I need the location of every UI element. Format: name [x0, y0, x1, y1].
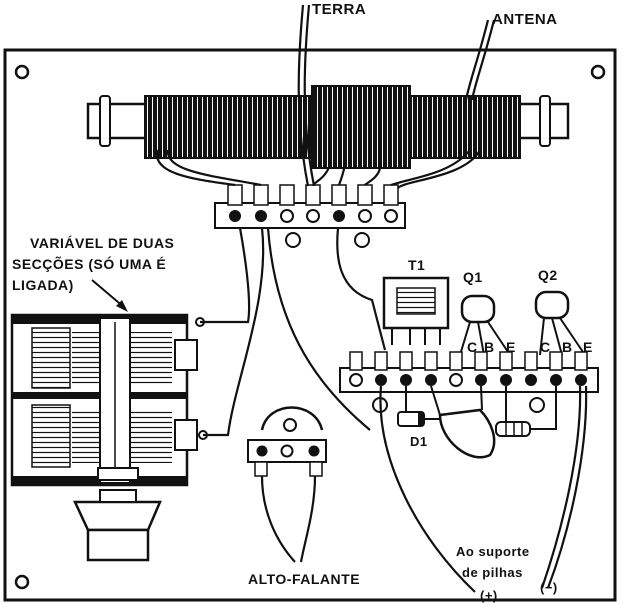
external-leads [297, 4, 496, 187]
screw [529, 397, 545, 413]
antenna-coil [144, 85, 521, 169]
terminal-eyelet [358, 209, 372, 223]
capacitor-wires [200, 227, 265, 437]
speaker-terminal-strip [247, 406, 327, 477]
solder-point [375, 374, 387, 386]
board-wires [266, 227, 387, 431]
label-pin-c1: C [467, 339, 478, 355]
diode-d1 [397, 386, 440, 427]
label-pin-e2: E [583, 339, 593, 355]
solder-point [255, 210, 267, 222]
mounting-hole [590, 64, 606, 80]
mounting-hole [14, 64, 30, 80]
label-pin-b1: B [484, 339, 495, 355]
terminal-eyelet [280, 444, 294, 458]
terminal-eyelet [280, 209, 294, 223]
solder-point [475, 374, 487, 386]
label-suporte-line2: de pilhas [462, 565, 523, 580]
terminal-eyelet [384, 209, 398, 223]
label-pin-b2: B [562, 339, 573, 355]
variable-capacitor [10, 313, 208, 487]
solder-point [550, 374, 562, 386]
transformer-t1 [382, 276, 450, 345]
label-pin-e1: E [506, 339, 516, 355]
label-t1: T1 [408, 257, 425, 273]
resistor [495, 386, 557, 437]
pointer-arrow [91, 279, 128, 312]
solder-point [229, 210, 241, 222]
label-antena: ANTENA [492, 11, 558, 28]
terminal-eyelet [349, 373, 363, 387]
label-variavel-line3: LIGADA) [12, 277, 74, 293]
transistor-q2 [534, 290, 586, 356]
solder-point [525, 374, 537, 386]
solder-point [575, 374, 587, 386]
terminal-eyelet [306, 209, 320, 223]
label-terra: TERRA [312, 1, 366, 18]
screw [283, 418, 297, 432]
label-suporte-line1: Ao suporte [456, 544, 530, 559]
screw [285, 232, 301, 248]
solder-point [400, 374, 412, 386]
coil-wires [156, 149, 481, 189]
transistor-q1 [459, 294, 511, 356]
label-alto-falante: ALTO-FALANTE [248, 571, 360, 587]
tuning-knob [73, 489, 162, 562]
screw [354, 232, 370, 248]
electrolytic-capacitor [430, 385, 496, 459]
solder-point [333, 210, 345, 222]
solder-point [500, 374, 512, 386]
label-pin-c2: C [540, 339, 551, 355]
label-variavel-line2: SECÇÕES (SÓ UMA É [12, 255, 166, 272]
label-battery-minus: (−) [540, 580, 558, 595]
battery-wires [379, 385, 588, 593]
label-battery-plus: (+) [480, 588, 498, 603]
solder-point [256, 445, 268, 457]
terminal-strip-top [214, 184, 406, 248]
solder-point [425, 374, 437, 386]
mounting-hole [14, 574, 30, 590]
terminal-eyelet [449, 373, 463, 387]
label-q2: Q2 [538, 267, 558, 283]
solder-point [308, 445, 320, 457]
mounting-holes [14, 64, 606, 590]
label-q1: Q1 [463, 269, 483, 285]
label-d1: D1 [410, 434, 428, 449]
speaker-wires [260, 475, 317, 563]
label-variavel-line1: VARIÁVEL DE DUAS [30, 235, 174, 251]
